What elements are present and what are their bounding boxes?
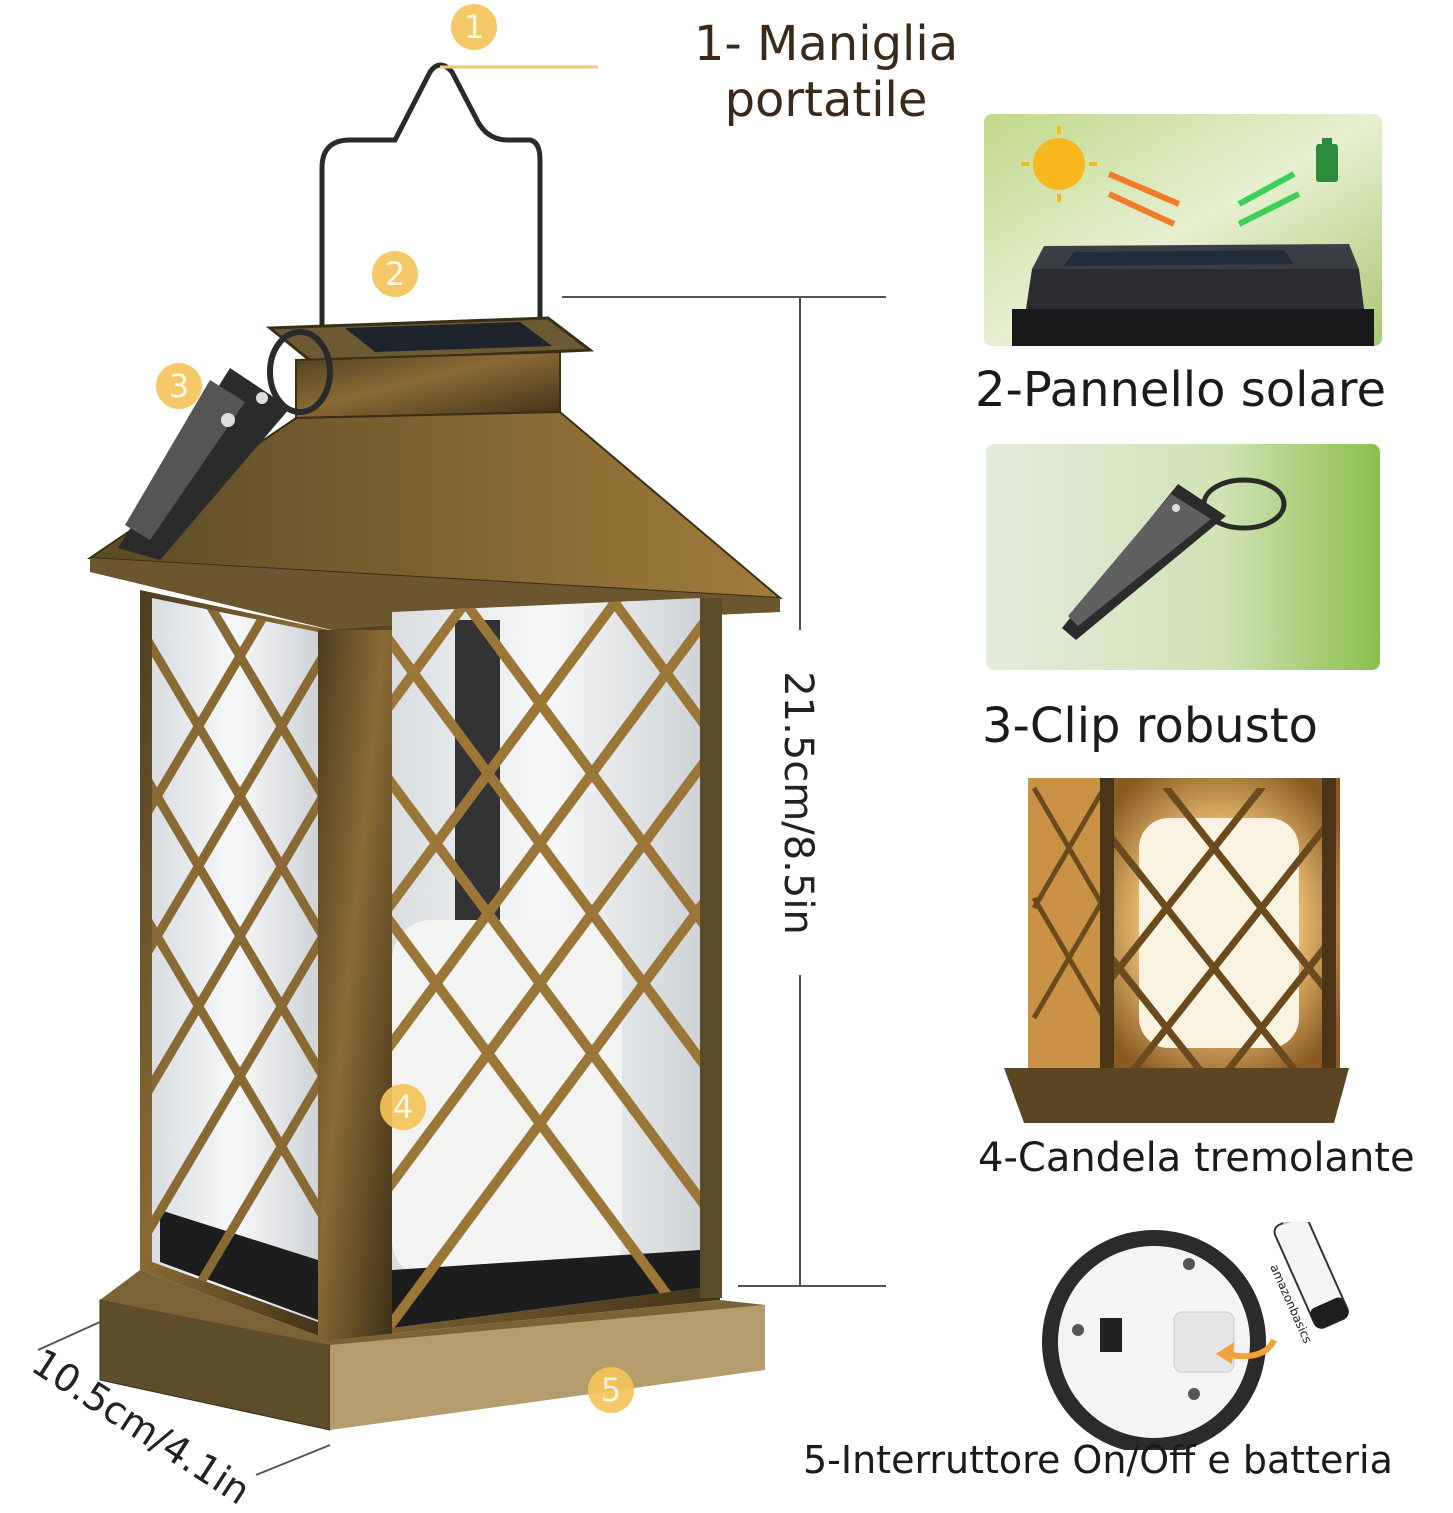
feature-label-candle: 4-Candela tremolante xyxy=(978,1135,1415,1181)
callout-3-badge: 3 xyxy=(156,363,202,409)
handle-label: 1- Maniglia portatile xyxy=(666,16,986,128)
handle-wire xyxy=(319,62,543,325)
callout-5-badge: 5 xyxy=(588,1367,634,1413)
handle-label-line2: portatile xyxy=(724,72,928,128)
callout-2-badge: 2 xyxy=(372,251,418,297)
height-dimension-label: 21.5cm/8.5in xyxy=(775,671,821,935)
callout-4-badge: 4 xyxy=(380,1084,426,1130)
solar-panel-photo xyxy=(984,114,1382,346)
candle-photo xyxy=(1004,778,1364,1123)
handle-label-line1: 1- Maniglia xyxy=(693,16,959,72)
lantern-illustration xyxy=(37,62,886,1476)
switch-battery-photo: amazonbasics xyxy=(1034,1212,1364,1454)
clip-photo xyxy=(986,444,1380,670)
callout-1-badge: 1 xyxy=(451,4,497,50)
feature-label-clip: 3-Clip robusto xyxy=(982,698,1318,754)
feature-label-solar: 2-Pannello solare xyxy=(975,362,1387,418)
feature-label-switch: 5-Interruttore On/Off e batteria xyxy=(803,1438,1393,1482)
